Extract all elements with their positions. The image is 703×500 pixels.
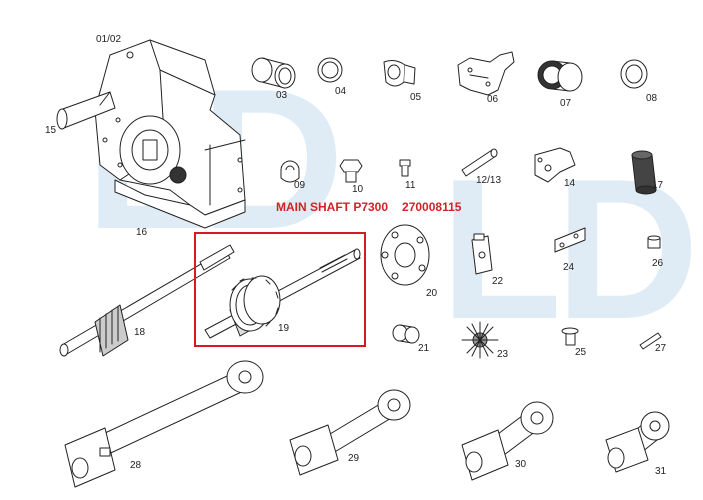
label-07: 07 [560, 98, 572, 109]
part-12-13-pin[interactable] [461, 148, 498, 177]
part-19-main-shaft[interactable] [204, 248, 361, 339]
watermark-l-bottom: L [440, 138, 563, 361]
label-21: 21 [418, 343, 430, 354]
part-04-ring[interactable] [317, 57, 343, 83]
label-25: 25 [575, 347, 587, 358]
title-name: MAIN SHAFT P7300 [276, 200, 389, 214]
diagram-title: MAIN SHAFT P7300 270008115 [276, 200, 475, 214]
part-30-shaft-assembly[interactable] [461, 401, 554, 481]
part-15-input-shaft[interactable] [56, 91, 116, 130]
part-18-shaft[interactable] [59, 244, 235, 357]
part-23-star-wheel[interactable] [461, 321, 499, 359]
label-17: 17 [652, 180, 664, 191]
label-01-02: 01/02 [96, 34, 122, 45]
label-15: 15 [45, 125, 57, 136]
label-27: 27 [655, 343, 667, 354]
label-04: 04 [335, 86, 347, 97]
label-24: 24 [563, 262, 575, 273]
label-12-13: 12/13 [476, 175, 502, 186]
label-10: 10 [352, 184, 364, 195]
part-05-clamp[interactable] [383, 60, 416, 87]
part-10-plug[interactable] [339, 159, 363, 183]
part-29-shaft-assembly[interactable] [289, 389, 411, 476]
part-26-bushing[interactable] [647, 235, 661, 249]
label-29: 29 [348, 453, 360, 464]
part-21-bushing[interactable] [392, 324, 420, 344]
label-20: 20 [426, 288, 438, 299]
label-06: 06 [487, 94, 499, 105]
part-07-bearing[interactable] [537, 60, 583, 92]
label-30: 30 [515, 459, 527, 470]
part-08-ring[interactable] [620, 59, 648, 89]
label-16: 16 [136, 227, 148, 238]
part-24-plate[interactable] [554, 227, 586, 253]
label-22: 22 [492, 276, 504, 287]
part-28-shaft-assembly[interactable] [64, 360, 264, 488]
label-26: 26 [652, 258, 664, 269]
label-19: 19 [278, 323, 290, 334]
part-gearbox-housing[interactable] [94, 39, 246, 216]
label-28: 28 [130, 460, 142, 471]
part-31-shaft-assembly[interactable] [605, 411, 670, 473]
label-23: 23 [497, 349, 509, 360]
title-code: 270008115 [402, 200, 462, 214]
part-11-screw[interactable] [399, 159, 411, 177]
part-22-block[interactable] [471, 233, 493, 275]
part-20-flange[interactable] [380, 224, 430, 286]
label-05: 05 [410, 92, 422, 103]
part-27-key[interactable] [639, 332, 662, 350]
label-03: 03 [276, 90, 288, 101]
part-17-roller[interactable] [631, 150, 657, 195]
label-08: 08 [646, 93, 658, 104]
part-14-plate[interactable] [534, 147, 576, 183]
part-16-base[interactable] [114, 179, 246, 229]
watermark-d-bottom: D [555, 138, 700, 361]
part-06-bracket[interactable] [457, 51, 515, 96]
label-14: 14 [564, 178, 576, 189]
part-03-bushing[interactable] [251, 57, 296, 89]
label-31: 31 [655, 466, 667, 477]
part-25-pin[interactable] [561, 327, 579, 346]
main-shaft-highlight-frame [194, 232, 366, 347]
label-11: 11 [405, 180, 416, 191]
part-09-nut[interactable] [280, 160, 300, 183]
label-18: 18 [134, 327, 146, 338]
label-09: 09 [294, 180, 306, 191]
